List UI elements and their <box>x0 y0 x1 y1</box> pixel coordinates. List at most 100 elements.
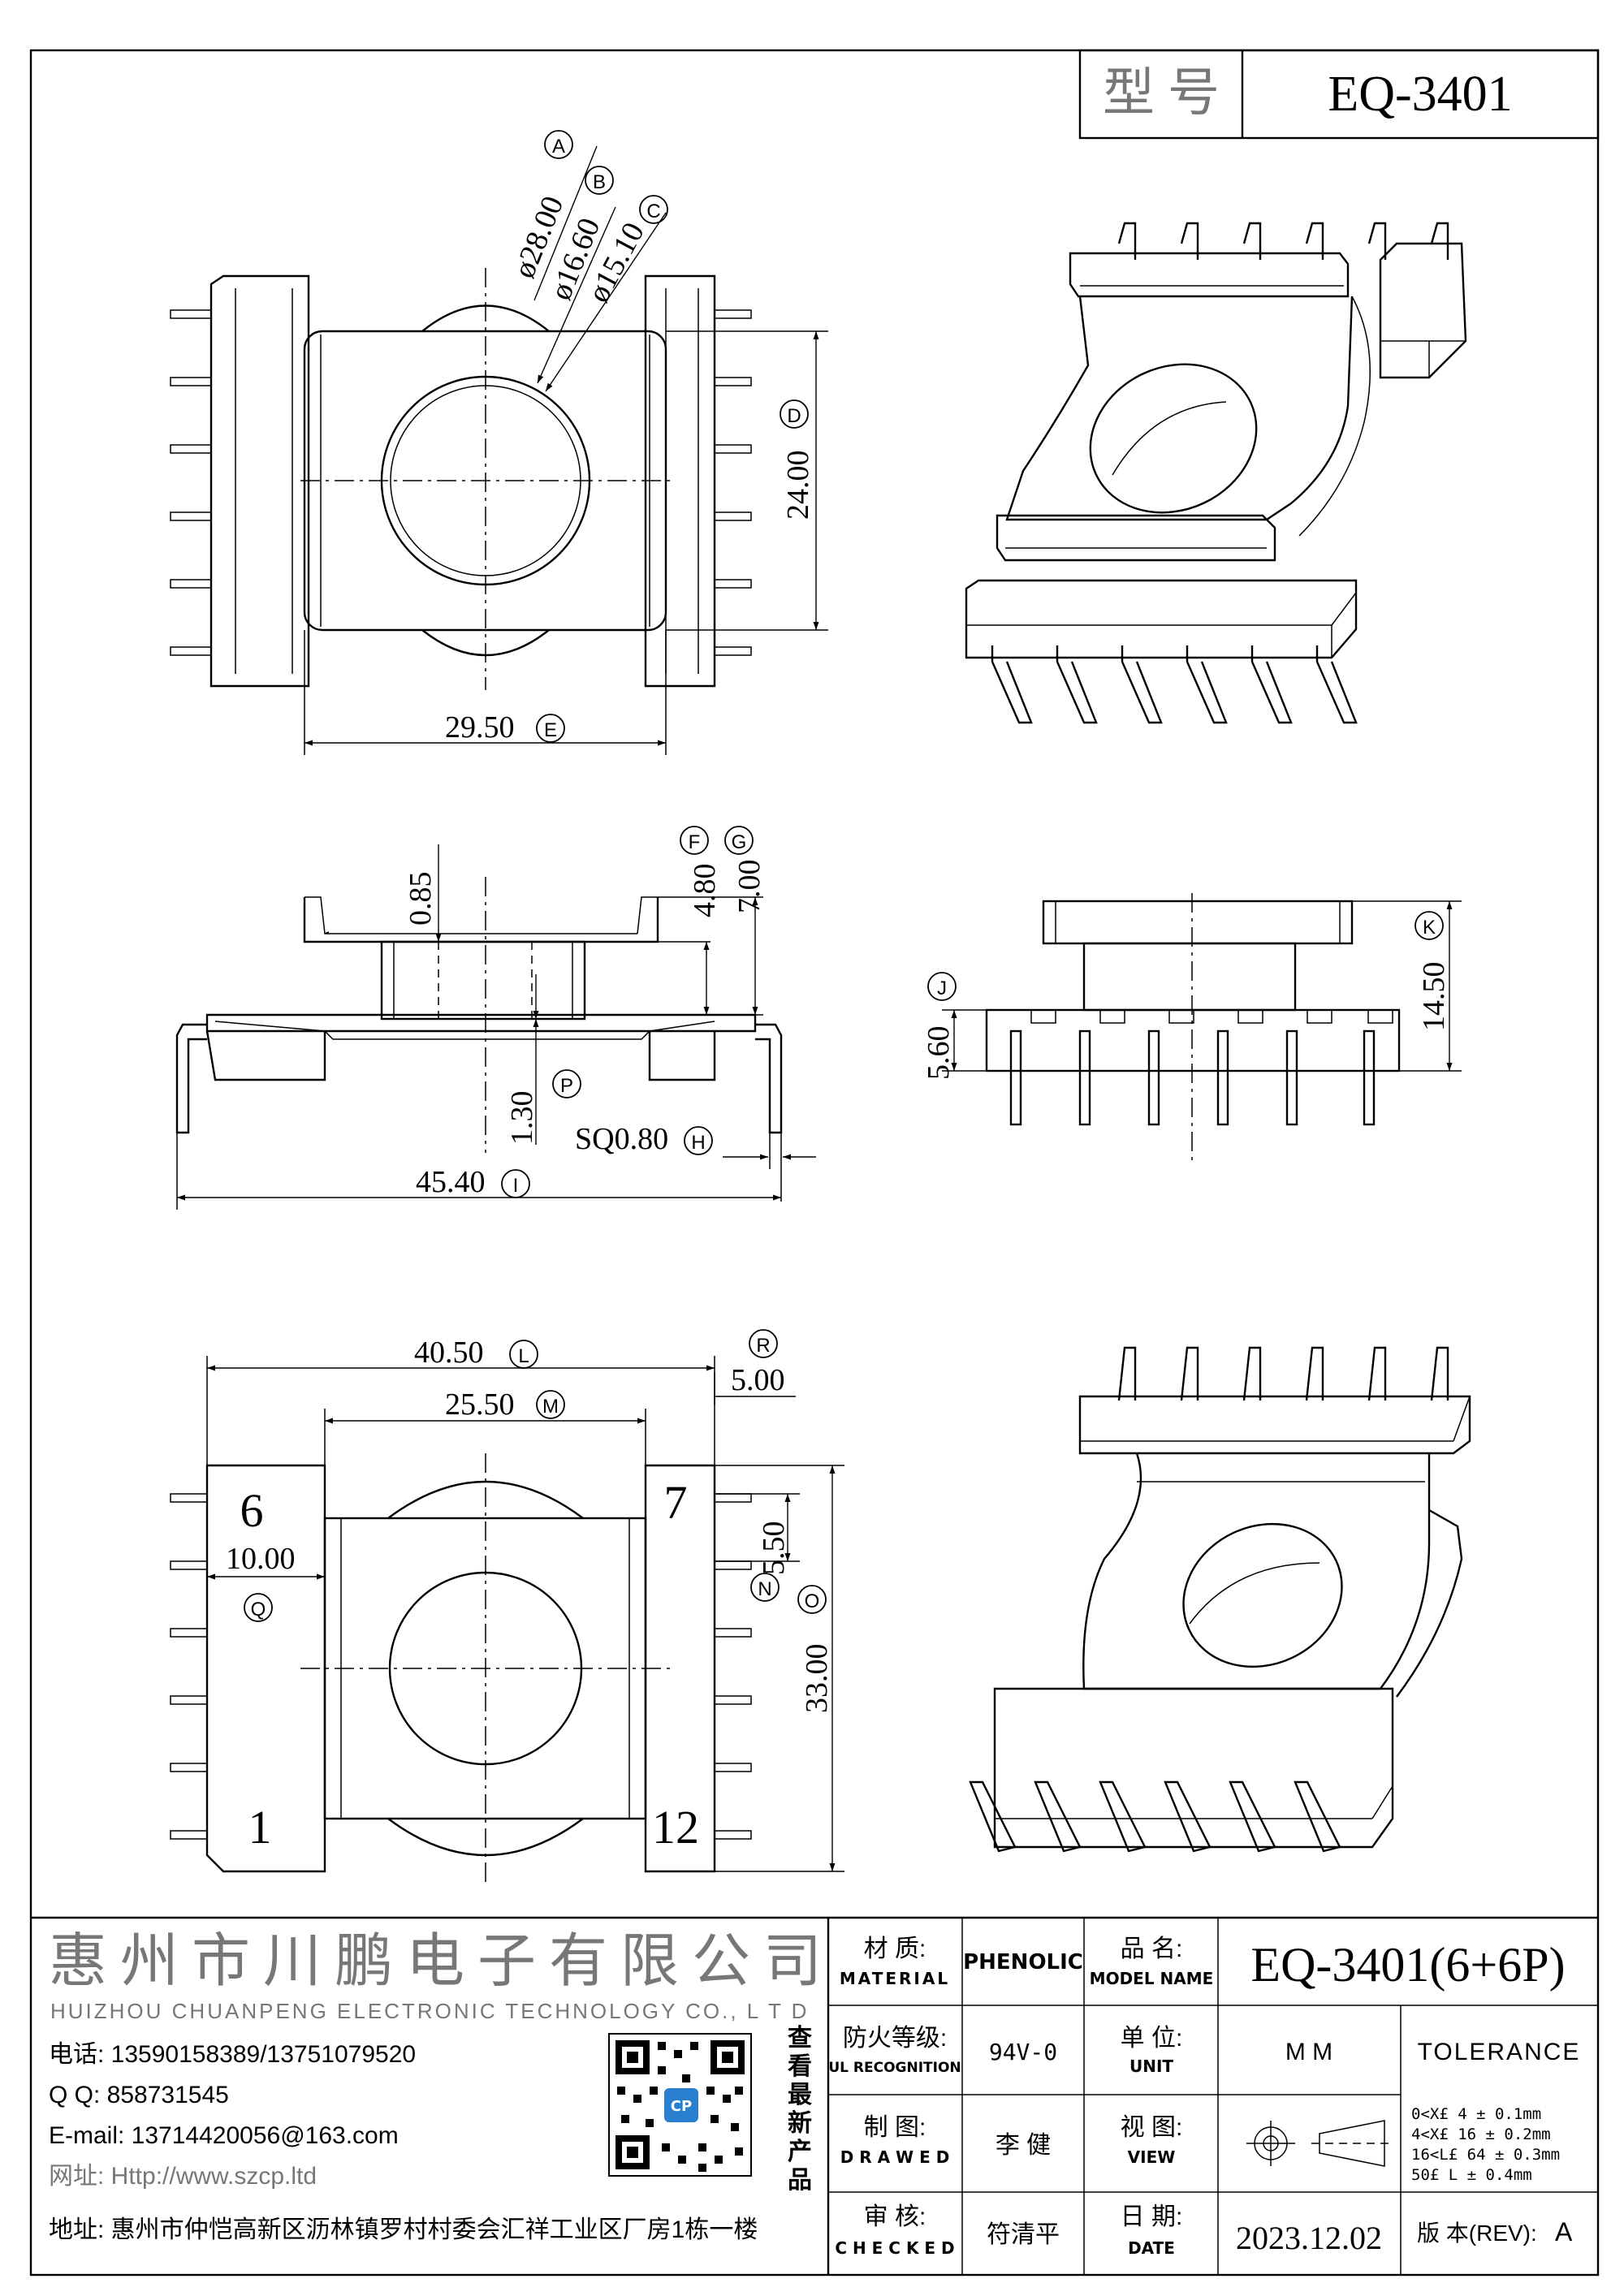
qr-caption-1: 看 <box>788 2052 812 2081</box>
checked-value: 符清平 <box>987 2221 1060 2248</box>
dim-o-value: 33.00 <box>800 1644 834 1714</box>
side-view-dimensions: 14.50 5.60 <box>922 900 1462 1081</box>
side-view <box>985 893 1401 1161</box>
marker-r: R <box>756 1335 770 1357</box>
date-label-cn: 日 期: <box>1121 2203 1183 2230</box>
front-view-dimensions: 0.85 4.80 7.00 1.30 SQ0.80 45.40 <box>176 844 816 1210</box>
dimension-markers: A B C D E F G H I J K L M N O P Q R <box>244 130 1444 1622</box>
marker-e: E <box>544 719 557 741</box>
qr-caption-0: 查 <box>788 2024 812 2052</box>
revision-value: A <box>1555 2217 1573 2246</box>
date-label-en: DATE <box>1128 2238 1175 2258</box>
company-web: 网址: Http://www.szcp.ltd <box>49 2163 317 2190</box>
projection-symbol-icon <box>1246 2120 1393 2167</box>
view-label-en: VIEW <box>1128 2147 1176 2167</box>
marker-n: N <box>758 1578 771 1600</box>
checked-label-en: C H E C K E D <box>835 2238 954 2258</box>
marker-c: C <box>646 201 660 222</box>
marker-m: M <box>542 1396 559 1418</box>
front-view <box>175 877 783 1153</box>
dim-h-value: SQ0.80 <box>575 1122 668 1156</box>
revision-label: 版 本(REV): <box>1417 2220 1537 2246</box>
iso-view-bottom <box>969 1346 1471 1853</box>
material-label-en: MATERIAL <box>840 1969 950 1988</box>
company-qq: Q Q: 858731545 <box>49 2082 229 2108</box>
tolerance-label: TOLERANCE <box>1418 2039 1581 2065</box>
dim-n-value: 5.50 <box>757 1521 791 1576</box>
dim-l-value: 40.50 <box>414 1336 484 1370</box>
pin-label-1: 1 <box>248 1801 272 1854</box>
top-view-dimensions: ø28.00 ø16.60 ø15.10 24.00 29.50 <box>304 145 828 755</box>
qr-caption-3: 新 <box>788 2109 812 2138</box>
company-name-cn: 惠州市川鹏电子有限公司 <box>49 1929 835 1994</box>
marker-d: D <box>787 405 801 427</box>
qr-caption: 查 看 最 新 产 品 <box>788 2024 812 2195</box>
model-number: EQ-3401 <box>1328 67 1512 122</box>
bottom-view-dimensions: 40.50 25.50 5.00 5.50 33.00 10.00 <box>206 1336 844 1872</box>
qr-caption-2: 最 <box>788 2081 812 2109</box>
fire-rating-label-cn: 防火等级: <box>843 2025 947 2052</box>
unit-label-cn: 单 位: <box>1121 2025 1183 2052</box>
marker-b: B <box>593 171 606 193</box>
dim-e-value: 29.50 <box>445 710 515 744</box>
title-block: 惠州市川鹏电子有限公司 HUIZHOU CHUANPENG ELECTRONIC… <box>31 1916 1598 2275</box>
checked-label-cn: 审 核: <box>864 2203 926 2230</box>
qr-caption-4: 产 <box>788 2138 812 2166</box>
qr-code: CP <box>608 2033 752 2177</box>
view-label-cn: 视 图: <box>1121 2114 1183 2141</box>
date-value: 2023.12.02 <box>1236 2220 1382 2256</box>
unit-value: M M <box>1285 2039 1332 2065</box>
company-address: 地址: 惠州市仲恺高新区沥林镇罗村村委会汇祥工业区厂房1栋一楼 <box>49 2216 758 2243</box>
top-view <box>170 268 752 690</box>
company-name-en: HUIZHOU CHUANPENG ELECTRONIC TECHNOLOGY … <box>50 1999 809 2023</box>
marker-q: Q <box>251 1599 266 1621</box>
dim-m-value: 25.50 <box>445 1388 515 1422</box>
marker-l: L <box>518 1345 529 1367</box>
marker-p: P <box>560 1075 573 1097</box>
marker-f: F <box>689 831 701 853</box>
dim-r-value: 5.00 <box>731 1363 785 1397</box>
dim-j-value: 5.60 <box>922 1026 956 1081</box>
drawn-value: 李 健 <box>996 2132 1051 2159</box>
marker-a: A <box>552 136 565 158</box>
dim-p-value: 1.30 <box>505 1091 539 1146</box>
dim-085-value: 0.85 <box>404 872 438 926</box>
model-label: 型 号 <box>1103 64 1220 122</box>
dim-g-value: 7.00 <box>732 860 767 914</box>
unit-label-en: UNIT <box>1129 2056 1173 2076</box>
drawn-label-en: D R A W E D <box>840 2147 950 2167</box>
fire-rating-label-en: UL RECOGNITION <box>828 2060 961 2076</box>
tolerance-row-3: 50£ L ± 0.4mm <box>1411 2166 1532 2184</box>
marker-k: K <box>1423 917 1436 939</box>
tolerance-row-2: 16<L£ 64 ± 0.3mm <box>1411 2146 1560 2164</box>
dim-q-value: 10.00 <box>226 1542 296 1576</box>
marker-h: H <box>691 1132 705 1154</box>
drawn-label-cn: 制 图: <box>864 2114 926 2141</box>
bottom-view: 6 7 1 12 <box>170 1453 752 1884</box>
model-title-box: 型 号 EQ-3401 <box>1078 49 1600 140</box>
qr-logo-text: CP <box>671 2098 692 2115</box>
pin-label-12: 12 <box>652 1801 699 1854</box>
dim-i-value: 45.40 <box>416 1165 486 1199</box>
marker-o: O <box>805 1590 820 1612</box>
tolerance-row-0: 0<X£ 4 ± 0.1mm <box>1411 2105 1541 2123</box>
material-value: PHENOLIC <box>963 1950 1083 1974</box>
material-label-cn: 材 质: <box>864 1936 926 1962</box>
marker-g: G <box>732 831 747 853</box>
model-name-label-cn: 品 名: <box>1121 1936 1183 1962</box>
pin-label-7: 7 <box>664 1476 688 1529</box>
company-phone: 电话: 13590158389/13751079520 <box>49 2041 416 2068</box>
marker-j: J <box>937 978 947 999</box>
fire-rating-value: 94V-0 <box>989 2039 1057 2065</box>
pin-label-6: 6 <box>240 1484 264 1537</box>
model-name-value: EQ-3401(6+6P) <box>1250 1938 1565 1992</box>
dim-f-value: 4.80 <box>688 864 722 918</box>
qr-caption-5: 品 <box>788 2166 812 2195</box>
dim-k-value: 14.50 <box>1417 962 1451 1032</box>
dim-d-value: 24.00 <box>781 451 815 520</box>
marker-i: I <box>513 1175 519 1197</box>
company-email: E-mail: 13714420056@163.com <box>49 2122 399 2149</box>
model-name-label-en: MODEL NAME <box>1090 1969 1214 1988</box>
sheet-border <box>29 49 1600 2277</box>
